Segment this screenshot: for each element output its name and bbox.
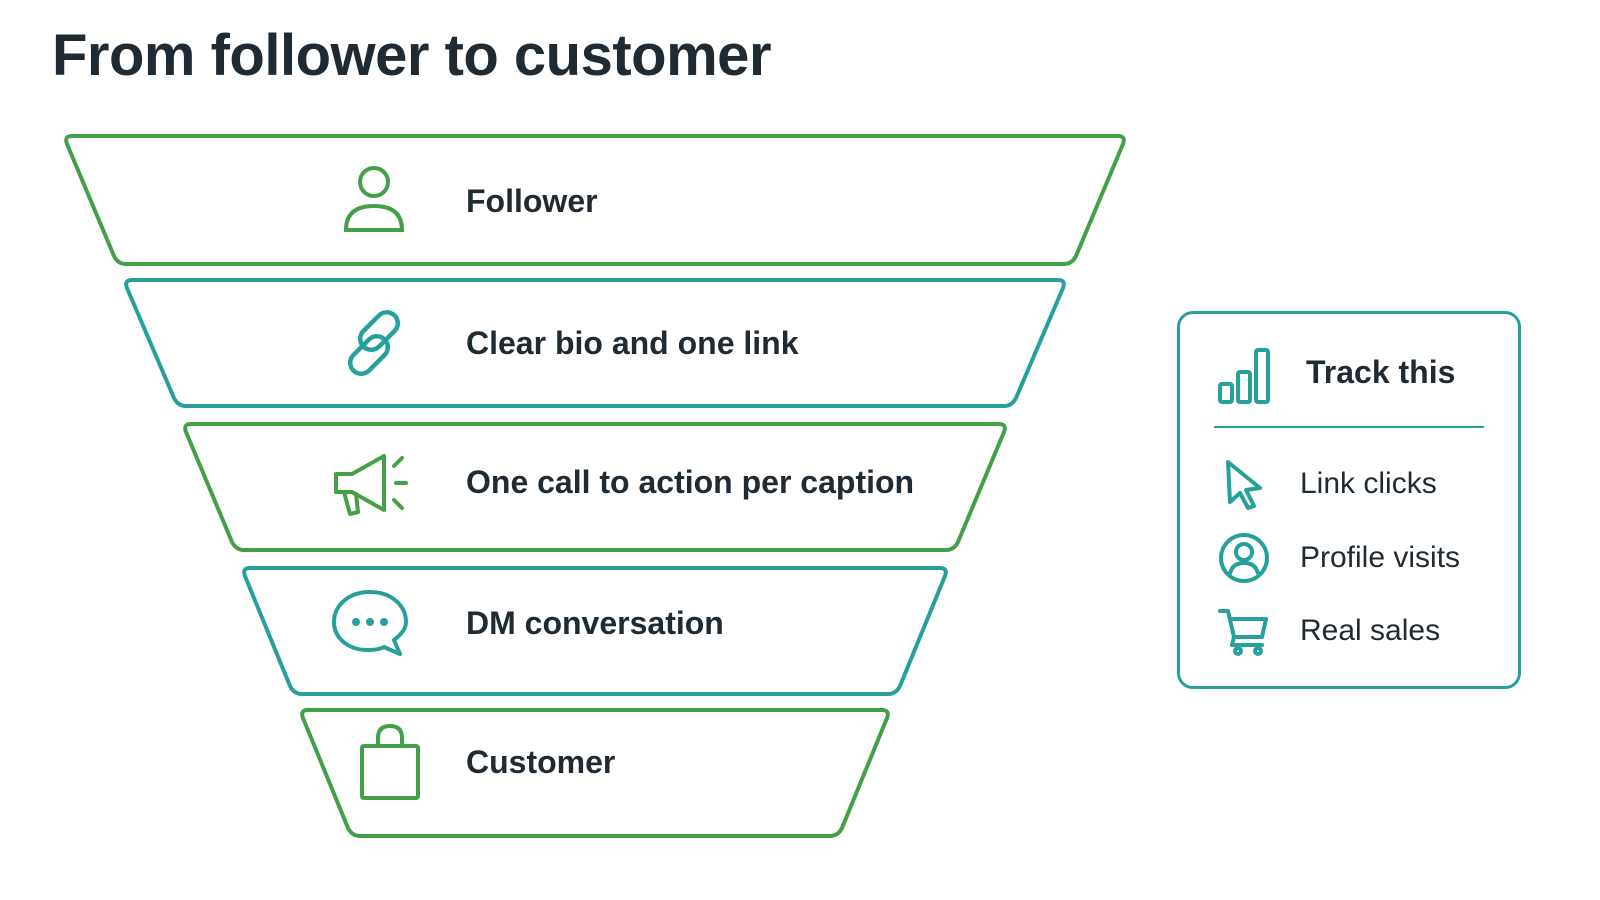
track-item-label: Profile visits [1300, 541, 1461, 574]
funnel-stage-4-shape [242, 566, 948, 696]
shopping-bag-icon [360, 724, 420, 800]
stage-label-clear-bio: Clear bio and one link [466, 325, 799, 361]
funnel-stage-2-shape [124, 278, 1066, 408]
stage-label-dm-conversation: DM conversation [466, 605, 724, 641]
track-item-profile-visits: Profile visits [1180, 528, 1518, 588]
page-title: From follower to customer [52, 23, 772, 88]
track-divider [1214, 426, 1484, 428]
megaphone-icon [334, 454, 408, 516]
stage-label-call-to-action: One call to action per caption [466, 464, 915, 500]
person-icon [343, 166, 405, 232]
shopping-cart-icon [1218, 609, 1268, 656]
stage-label-follower: Follower [466, 183, 598, 219]
track-item-link-clicks: Link clicks [1180, 454, 1518, 514]
track-item-real-sales: Real sales [1180, 601, 1518, 661]
track-item-label: Link clicks [1300, 467, 1437, 500]
cursor-icon [1226, 460, 1262, 510]
stage-label-customer: Customer [466, 744, 616, 780]
bar-chart-icon [1218, 348, 1270, 404]
profile-circle-icon [1219, 533, 1269, 583]
chat-bubble-icon [332, 590, 408, 656]
funnel-stage-5-shape [300, 708, 890, 838]
funnel-stage-3-shape [183, 422, 1007, 552]
track-this-panel: Track this Link clicks Profile visits [1177, 311, 1521, 689]
track-this-title: Track this [1306, 354, 1456, 390]
funnel-stage-1-shape [64, 134, 1126, 266]
link-icon [347, 309, 401, 377]
track-item-label: Real sales [1300, 614, 1441, 647]
